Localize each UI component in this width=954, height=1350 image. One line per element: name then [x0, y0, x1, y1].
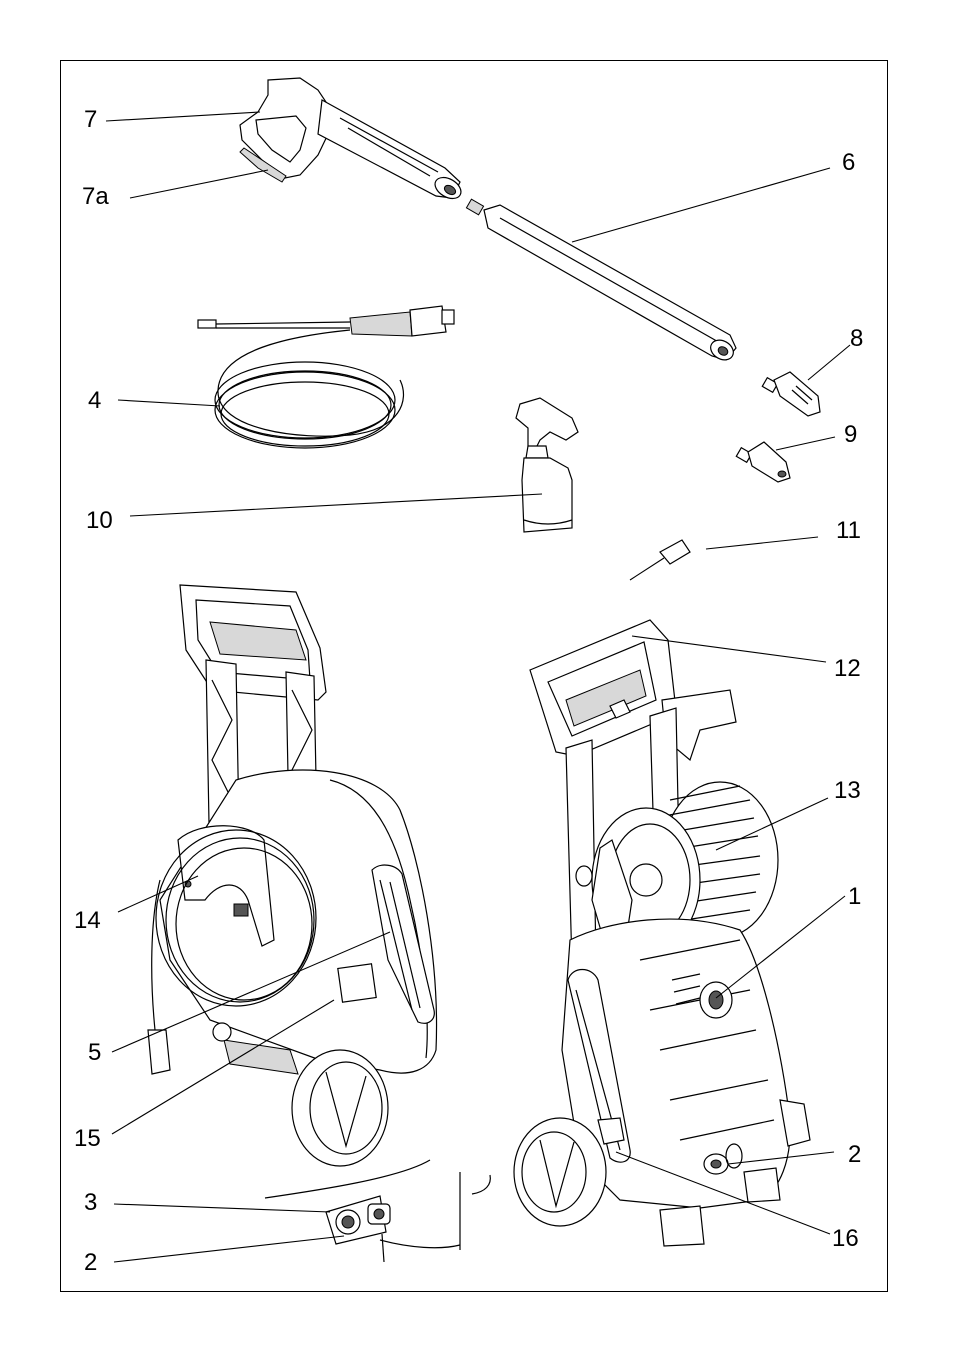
- label-14: 14: [74, 907, 101, 934]
- label-8: 8: [850, 325, 863, 352]
- label-10: 10: [86, 507, 113, 534]
- label-1: 1: [848, 883, 861, 910]
- label-7: 7: [84, 106, 97, 133]
- label-15: 15: [74, 1125, 101, 1152]
- spray-lance: [466, 199, 736, 364]
- machine-back-view: [148, 585, 437, 1166]
- label-7a: 7a: [82, 183, 109, 210]
- label-4: 4: [88, 387, 101, 414]
- label-2-inlet: 2: [84, 1249, 97, 1276]
- nozzle-9: [736, 442, 790, 482]
- label-13: 13: [834, 777, 861, 804]
- detergent-bottle: [516, 398, 578, 532]
- spray-gun: [240, 78, 465, 203]
- label-9: 9: [844, 421, 857, 448]
- machine-front-view: [514, 620, 810, 1246]
- label-16: 16: [832, 1225, 859, 1252]
- cleaning-needle: [630, 540, 690, 580]
- label-2-outlet: 2: [848, 1141, 861, 1168]
- nozzle-8: [762, 372, 820, 416]
- label-11: 11: [836, 517, 861, 544]
- label-6: 6: [842, 149, 855, 176]
- high-pressure-hose: [198, 306, 454, 448]
- label-5: 5: [88, 1039, 101, 1066]
- label-12: 12: [834, 655, 861, 682]
- label-3: 3: [84, 1189, 97, 1216]
